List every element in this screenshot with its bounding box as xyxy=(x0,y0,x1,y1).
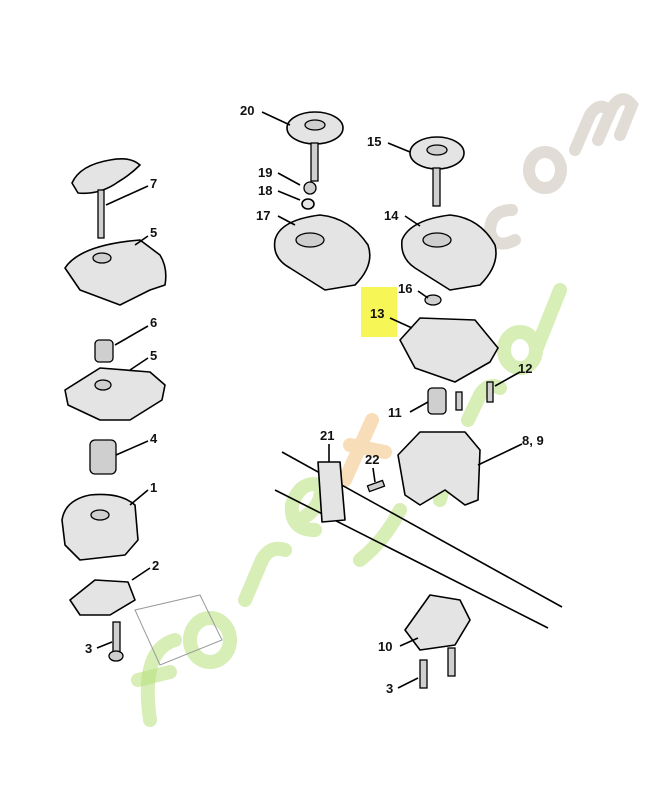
label-21: 21 xyxy=(320,428,334,443)
label-3-left: 3 xyxy=(85,641,92,656)
label-6: 6 xyxy=(150,315,157,330)
label-15: 15 xyxy=(367,134,381,149)
watermark-logo xyxy=(131,93,639,727)
part-10-lower-clamp xyxy=(404,594,471,651)
part-3-screws-right xyxy=(419,647,456,689)
part-1-housing xyxy=(61,493,139,561)
label-1: 1 xyxy=(150,480,157,495)
part-7-t-knob xyxy=(71,158,141,239)
part-16-washer xyxy=(424,294,442,306)
label-14: 14 xyxy=(384,208,399,223)
part-8-9-housing xyxy=(397,431,481,506)
label-22: 22 xyxy=(365,452,379,467)
label-18: 18 xyxy=(258,183,272,198)
part-17-cover xyxy=(273,214,371,291)
label-7: 7 xyxy=(150,176,157,191)
label-20: 20 xyxy=(240,103,254,118)
label-3-right: 3 xyxy=(386,681,393,696)
label-12: 12 xyxy=(518,361,532,376)
label-17: 17 xyxy=(256,208,270,223)
part-15-knob xyxy=(409,136,465,207)
part-13-clamp xyxy=(399,317,499,383)
label-10: 10 xyxy=(378,639,392,654)
label-5-lower: 5 xyxy=(150,348,157,363)
part-18-nut xyxy=(301,198,315,210)
part-labels: 20 15 19 18 17 14 7 5 16 13 12 6 5 11 4 … xyxy=(85,103,544,696)
part-3-screw-left xyxy=(108,621,124,662)
part-4-spring xyxy=(89,439,117,475)
label-16: 16 xyxy=(398,281,412,296)
leader-lines xyxy=(96,111,523,689)
part-5-lower-clamp xyxy=(64,367,166,421)
part-19-lock-washer xyxy=(303,181,317,195)
label-2: 2 xyxy=(152,558,159,573)
part-12-screw xyxy=(455,381,494,411)
part-5-upper-cover xyxy=(64,239,167,306)
part-6-spring xyxy=(94,339,114,363)
label-8-9: 8, 9 xyxy=(522,433,544,448)
part-11-spring xyxy=(427,387,447,415)
label-19: 19 xyxy=(258,165,272,180)
part-22-screw xyxy=(366,479,386,493)
highlight-box xyxy=(361,287,397,337)
tube-sleeve xyxy=(134,594,223,666)
part-21-tube-clamp xyxy=(317,461,346,523)
label-11: 11 xyxy=(388,405,402,420)
part-20-knob xyxy=(286,111,344,182)
label-4: 4 xyxy=(150,431,158,446)
part-14-cover xyxy=(400,214,497,291)
part-2-half-shell xyxy=(69,579,136,616)
label-13: 13 xyxy=(370,306,384,321)
label-5-upper: 5 xyxy=(150,225,157,240)
